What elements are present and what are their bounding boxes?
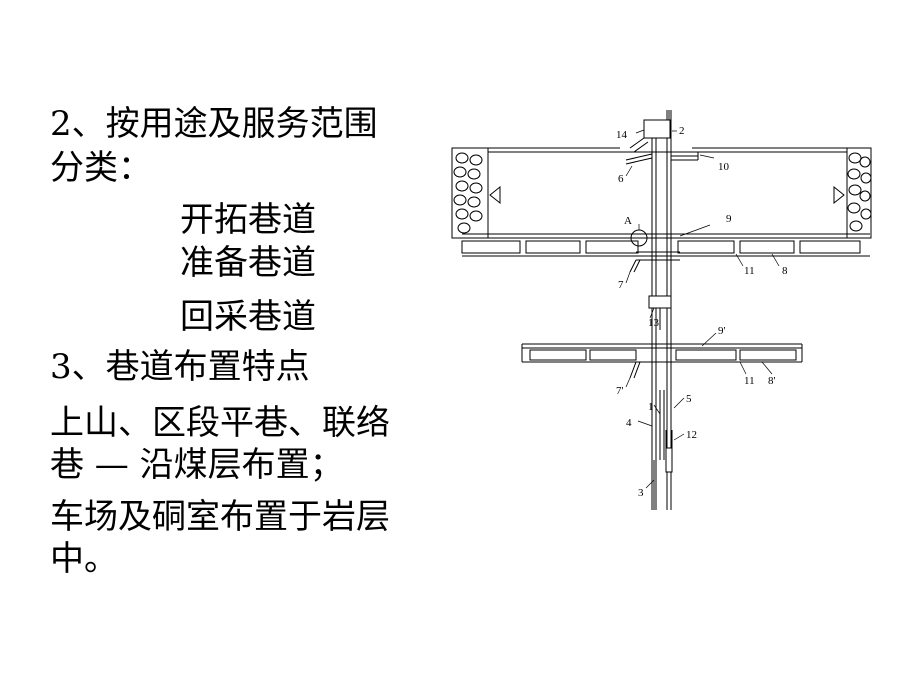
label-4: 4: [626, 417, 632, 429]
label-9: 9: [726, 213, 732, 225]
label-10: 10: [718, 161, 730, 173]
slide-text: 2、按用途及服务范围 分类： 开拓巷道 准备巷道 回采巷道 3、巷道布置特点 上…: [50, 0, 450, 675]
list-item-mining-roadway: 回采巷道: [180, 297, 316, 337]
label-8: 8: [782, 265, 788, 277]
label-8-prime: 8': [768, 375, 776, 387]
mine-layout-diagram: 14 2 10 6 A 9 11 8 7 13 9' 11 8' 7' 1 5 …: [451, 110, 872, 510]
label-1: 1: [648, 401, 654, 413]
gob-right: [846, 147, 872, 239]
label-13: 13: [648, 317, 660, 329]
label-9-prime: 9': [718, 325, 726, 337]
heading-classification-cont: 分类：: [50, 148, 152, 188]
label-A: A: [624, 215, 632, 227]
paragraph-line-2: 巷 — 沿煤层布置；: [50, 445, 344, 485]
heading-classification: 2、按用途及服务范围: [50, 104, 378, 144]
paragraph-line-3: 车场及硐室布置于岩层: [50, 497, 390, 537]
list-item-development-roadway: 开拓巷道: [180, 200, 316, 240]
label-7: 7: [618, 279, 624, 291]
label-14: 14: [616, 129, 628, 141]
label-6: 6: [618, 173, 624, 185]
label-5: 5: [686, 393, 692, 405]
paragraph-line-1: 上山、区段平巷、联络: [50, 403, 390, 443]
label-2: 2: [679, 125, 685, 137]
label-3: 3: [638, 487, 644, 499]
gob-left: [451, 147, 489, 239]
list-item-preparation-roadway: 准备巷道: [180, 243, 316, 283]
paragraph-line-4: 中。: [50, 539, 118, 579]
label-12: 12: [686, 429, 697, 441]
label-11: 11: [744, 265, 755, 277]
heading-layout-features: 3、巷道布置特点: [50, 347, 310, 387]
label-7-prime: 7': [616, 385, 624, 397]
label-11-lower: 11: [744, 375, 755, 387]
